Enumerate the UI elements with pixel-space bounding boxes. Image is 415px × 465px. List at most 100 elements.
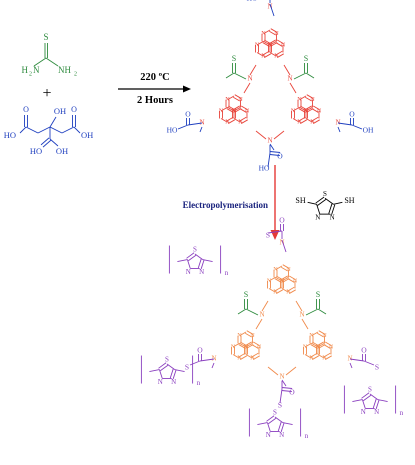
double-bond-line [323,344,331,349]
double-bond-line [318,330,326,335]
ring-nitrogen-label: N [330,214,335,222]
ring-nitrogen-label: N [304,107,309,114]
ring-nitrogen-label: N [279,431,284,439]
bridge-nitrogen-label: N [267,137,272,145]
ring-nitrogen-label: N [186,268,191,276]
ring-nitrogen-label: N [171,378,176,386]
double-bond-line [277,421,282,432]
bond-line [255,318,263,330]
double-bond-line [269,154,280,156]
chain-bond [177,259,188,262]
double-bond-line [172,369,177,380]
ring-nitrogen-label: N [329,343,334,350]
bond-line [304,354,312,359]
ring-nitrogen-label: N [281,41,286,48]
ring-nitrogen-label: N [280,277,285,284]
electropolymerisation-arrow [270,165,280,240]
oxygen-label: O [71,105,77,114]
bond-line [37,126,51,134]
thioamide-sulfur-label: S [244,290,248,299]
bond-line [285,366,297,376]
double-bond-line [241,119,248,124]
amine-subscript: 2 [29,71,32,77]
sulfur-label: S [43,32,48,42]
chain-bond [257,422,268,425]
carbonyl-oxygen-label: O [289,388,295,397]
methyl-bond [237,308,247,315]
bond-line [261,300,269,312]
double-bond-line [245,332,252,338]
bond-line [317,354,325,359]
double-bond-line [317,199,327,206]
bond-line [49,126,63,134]
double-bond-line [275,42,283,47]
double-bond-line [266,415,275,422]
ring-nitrogen-label: N [219,107,224,114]
double-bond-line [372,398,377,409]
repeat-subscript: n [197,379,201,387]
bond-line [232,342,240,348]
double-bond-line [361,392,370,399]
ring-nitrogen-label: N [291,107,296,114]
double-bond-line [186,252,195,259]
ring-nitrogen-label: N [268,41,273,48]
ring-nitrogen-label: N [237,332,242,339]
bond-line [232,354,240,359]
bond-line [307,201,317,205]
double-bond-line [158,362,167,369]
double-bond-line [275,50,283,56]
hydroxyl-label: OH [81,130,93,140]
ring-nitrogen-label: N [225,96,230,103]
methyl-bond [269,143,275,151]
ring-nitrogen-label: N [303,343,308,350]
ring-sulfur-label: S [165,356,169,364]
thiol-label: SH [295,196,305,205]
repeat-subscript: n [305,432,309,440]
double-bond-line [276,275,283,281]
central-nitrogen-label: N [232,107,237,114]
methyl-bond [337,126,341,133]
ring-nitrogen-label: N [310,96,315,103]
thioether-bond [189,360,201,366]
double-bond-line [239,108,247,113]
amine-label: N [33,65,40,75]
triazine-product-structure: NNNNNNNNNNNNNNNNNNNNNNNNNNNNNNNNNSSNOHON… [167,0,374,173]
methyl-bond [225,72,235,79]
amide-bond [199,358,215,362]
ring-nitrogen-label: N [322,355,327,362]
central-nitrogen-label: N [304,107,309,114]
double-bond-line [363,394,372,402]
bond-line [256,52,264,57]
bond-line [233,118,241,123]
double-bond-line [251,352,259,358]
double-bond-line [239,116,247,122]
carbonyl-oxygen-label: O [349,110,355,119]
central-nitrogen-label: N [244,343,249,350]
bond-line [186,259,191,269]
bond-line [220,106,228,112]
ring-nitrogen-label: N [158,378,163,386]
chain-bond [149,369,160,372]
bond-line [333,201,343,205]
central-nitrogen-label: N [316,343,321,350]
ring-nitrogen-label: N [297,96,302,103]
thioamide-sulfur-label: S [304,54,308,63]
double-bond-line [300,105,307,111]
carbonyl-oxygen-label: O [185,110,191,119]
bond-line [275,265,283,271]
double-bond-line [277,53,284,58]
methyl-bond [305,72,315,79]
bridge-nitrogen-label: N [279,373,284,381]
time-label: 2 Hours [137,95,173,106]
double-bond-line [317,332,324,338]
bond-line [361,399,366,409]
bond-line [220,118,228,123]
bond-line [281,288,289,293]
double-bond-line [276,289,283,294]
ring-nitrogen-label: N [361,408,366,416]
ring-nitrogen-label: N [286,266,291,273]
bond-line [33,57,47,67]
ring-nitrogen-label: N [297,119,302,126]
bond-line [61,126,75,134]
